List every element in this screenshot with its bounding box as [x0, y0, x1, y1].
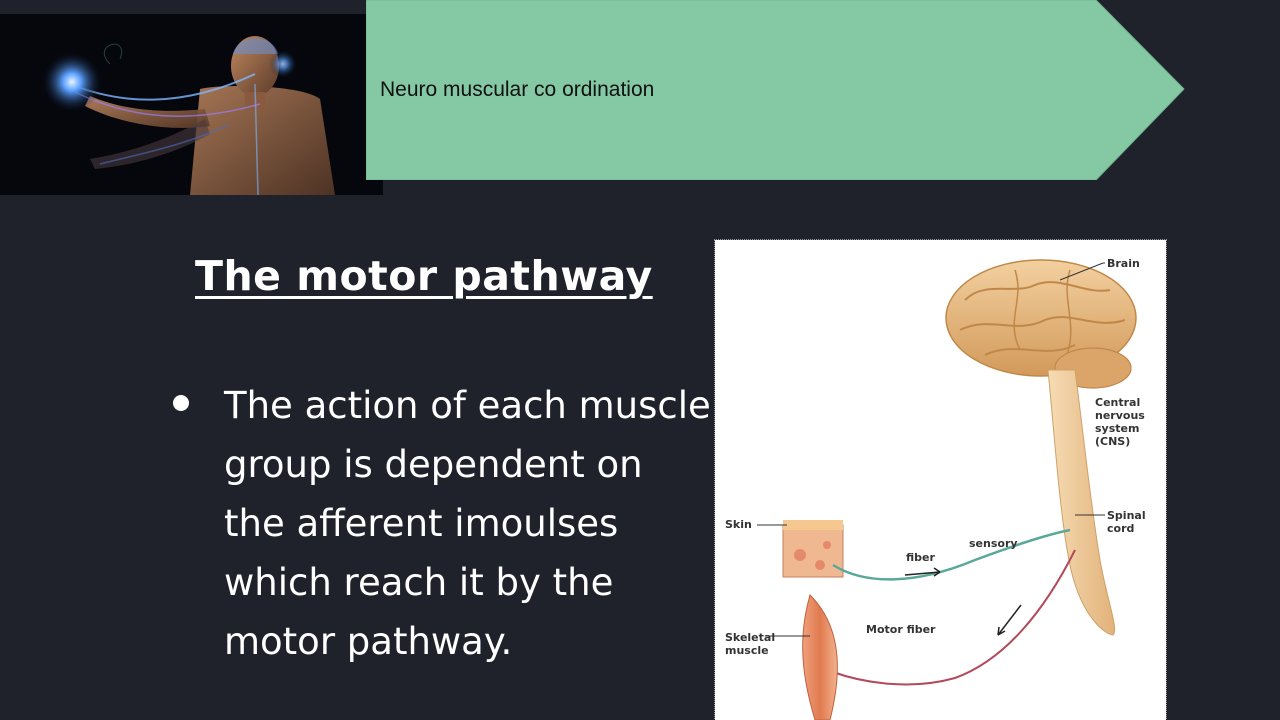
label-skeletal-muscle: Skeletal muscle — [725, 631, 776, 657]
label-skin: Skin — [725, 518, 752, 531]
title-banner: Neuro muscular co ordination — [366, 0, 1186, 180]
slide-heading: The motor pathway — [195, 252, 653, 300]
label-motor-fiber: Motor fiber — [866, 623, 936, 636]
label-sensory: sensory — [969, 537, 1018, 550]
label-cns: Central nervous system (CNS) — [1095, 396, 1145, 448]
bullet-marker — [173, 395, 189, 411]
banner-title: Neuro muscular co ordination — [380, 78, 655, 101]
label-fiber: fiber — [906, 551, 935, 564]
nervous-system-diagram: Brain Central nervous system (CNS) Spina… — [714, 239, 1167, 720]
label-spinal-cord: Spinal cord — [1107, 509, 1146, 535]
bullet-text: The action of each muscle group is depen… — [224, 384, 711, 663]
label-brain: Brain — [1107, 257, 1140, 270]
neural-body-image — [0, 14, 383, 195]
